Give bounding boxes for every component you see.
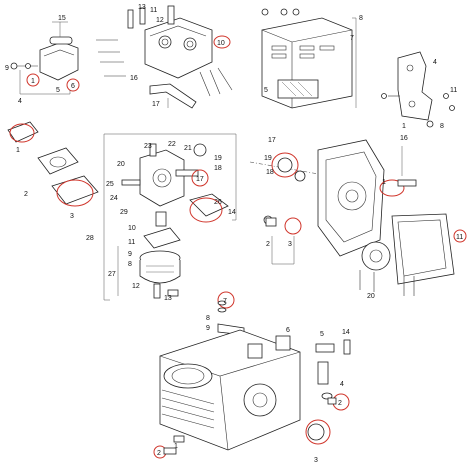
label-9: 9: [206, 325, 210, 332]
cylinder-head-assembly: [96, 5, 233, 109]
group-label-14: 14: [228, 209, 236, 216]
label-10: 10: [217, 40, 225, 47]
valve-cover-assembly: [10, 21, 80, 95]
label-5: 5: [264, 87, 268, 94]
label-2: 2: [157, 450, 161, 457]
label-15: 15: [58, 15, 66, 22]
label-7: 7: [223, 298, 227, 305]
label-1: 1: [402, 123, 406, 130]
label-5: 5: [56, 87, 60, 94]
label-21: 21: [184, 145, 192, 152]
label-11: 11: [128, 239, 135, 246]
label-3: 3: [70, 213, 74, 220]
label-11: 11: [150, 7, 157, 14]
label-2: 2: [338, 400, 342, 407]
group-label-8: 8: [359, 15, 363, 22]
label-2: 2: [24, 191, 28, 198]
label-10: 10: [128, 225, 136, 232]
crankcase-cover-assembly: [249, 139, 467, 296]
label-25: 25: [106, 181, 114, 188]
label-19: 19: [264, 155, 272, 162]
label-4: 4: [340, 381, 344, 388]
label-14: 14: [342, 329, 350, 336]
label-13: 13: [138, 4, 146, 11]
label-16: 16: [400, 135, 408, 142]
label-22: 22: [168, 141, 176, 148]
label-12: 12: [132, 283, 140, 290]
label-4: 4: [433, 59, 437, 66]
label-18: 18: [266, 169, 274, 176]
label-1: 1: [382, 179, 386, 186]
label-20: 20: [117, 161, 125, 168]
label-17: 17: [268, 137, 276, 144]
label-27: 27: [108, 271, 116, 278]
label-1: 1: [31, 78, 35, 85]
label-8: 8: [206, 315, 210, 322]
label-24: 24: [110, 195, 118, 202]
label-1: 1: [16, 147, 20, 154]
group-label-28: 28: [86, 235, 94, 242]
intake-gasket-assembly: [7, 121, 99, 207]
label-4: 4: [18, 98, 22, 105]
label-23: 23: [144, 143, 152, 150]
label-1: 1: [174, 443, 178, 450]
label-8: 8: [128, 261, 132, 268]
label-9: 9: [128, 251, 132, 258]
label-20: 20: [367, 293, 375, 300]
label-16: 16: [130, 75, 138, 82]
muffler-assembly: [261, 8, 357, 109]
label-26: 26: [214, 199, 222, 206]
label-6: 6: [286, 327, 290, 334]
label-5: 5: [320, 331, 324, 338]
label-8: 8: [440, 123, 444, 130]
engine-block-assembly: [153, 291, 351, 459]
label-3: 3: [314, 457, 318, 464]
label-19: 19: [214, 155, 222, 162]
label-17: 17: [196, 176, 204, 183]
label-17: 17: [152, 101, 160, 108]
label-12: 12: [156, 17, 164, 24]
label-18: 18: [214, 165, 222, 172]
label-6: 6: [71, 83, 75, 90]
label-2: 2: [266, 241, 270, 248]
label-13: 13: [164, 295, 172, 302]
label-9: 9: [5, 65, 9, 72]
label-11: 11: [450, 87, 457, 94]
bracket-assembly: [381, 51, 455, 128]
label-7: 7: [350, 35, 354, 42]
label-11: 11: [456, 234, 463, 241]
label-29: 29: [120, 209, 128, 216]
carburetor-assembly: [103, 133, 237, 301]
label-3: 3: [288, 241, 292, 248]
